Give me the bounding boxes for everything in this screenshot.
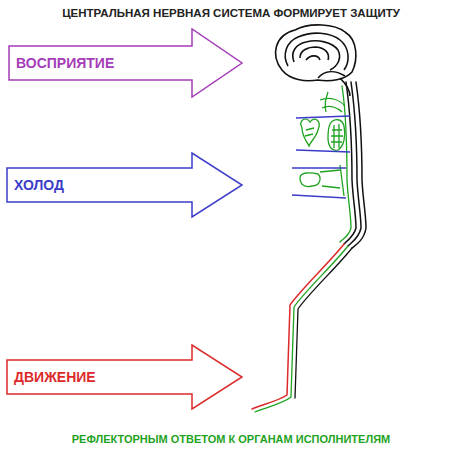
organs bbox=[300, 92, 345, 196]
arrow-path bbox=[9, 29, 242, 97]
arrow-label: ХОЛОД bbox=[14, 177, 64, 193]
arrow-shape: ДВИЖЕНИЕ bbox=[6, 344, 244, 410]
arrow-label: ВОСПРИЯТИЕ bbox=[16, 55, 114, 71]
arrow-shape: ХОЛОД bbox=[6, 152, 244, 218]
caption: РЕФЛЕКТОРНЫМ ОТВЕТОМ К ОРГАНАМ ИСПОЛНИТЕ… bbox=[0, 433, 462, 445]
cold-region-bracket bbox=[292, 116, 350, 198]
title: ЦЕНТРАЛЬНАЯ НЕРВНАЯ СИСТЕМА ФОРМИРУЕТ ЗА… bbox=[0, 7, 462, 19]
arrow-path bbox=[7, 153, 242, 217]
arrow-path bbox=[7, 345, 242, 409]
brain bbox=[276, 25, 356, 96]
spinal-cord bbox=[252, 82, 366, 412]
arrow-shape: ВОСПРИЯТИЕ bbox=[8, 28, 244, 98]
arrow-label: ДВИЖЕНИЕ bbox=[14, 369, 96, 385]
